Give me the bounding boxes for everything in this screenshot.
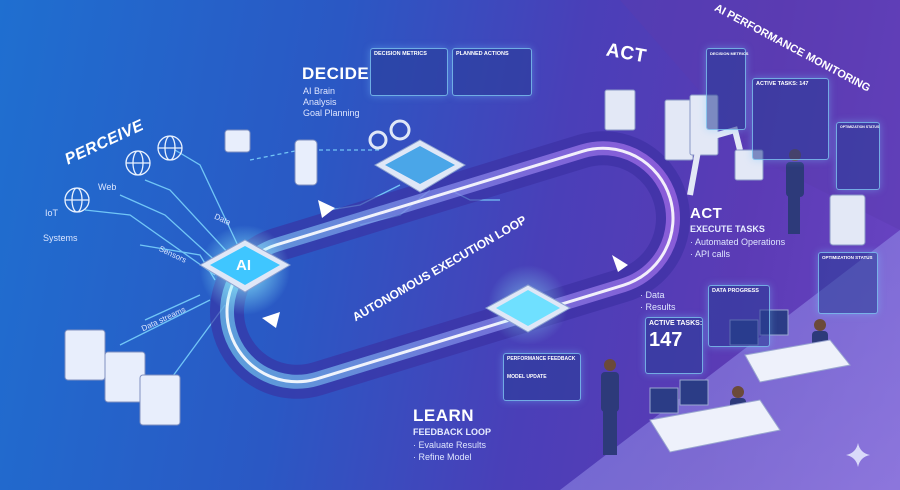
execution-loop	[209, 131, 691, 399]
floor-plane	[560, 230, 900, 490]
ai-core-chip	[199, 225, 291, 315]
panel-title: OPTIMIZATION STATUS	[822, 255, 873, 260]
sparkle-icon	[846, 443, 870, 467]
optimization-status-panel: OPTIMIZATION STATUS	[818, 252, 878, 314]
panel-title: DECISION METRICS	[710, 51, 749, 56]
panel-title: ACTIVE TASKS: 147	[756, 81, 809, 87]
panel-title: DATA PROGRESS	[712, 288, 759, 294]
ai-chip-label: AI	[236, 257, 251, 274]
learn-subtitle: FEEDBACK LOOP	[413, 427, 492, 437]
act-item: · API calls	[690, 249, 731, 259]
act-item-text: API calls	[695, 249, 731, 259]
learn-title: LEARN	[413, 406, 475, 425]
panel-title: DECISION METRICS	[374, 51, 427, 57]
panel-title: OPTIMIZATION STATUS	[840, 125, 880, 129]
control-room-desks	[649, 309, 851, 453]
server-stacks	[64, 129, 318, 426]
decide-item: Analysis	[303, 97, 337, 107]
monitoring-decision-metrics-panel: DECISION METRICS	[706, 48, 749, 130]
source-web: Web	[98, 182, 117, 192]
decide-chip	[368, 119, 466, 193]
learn-item-text: Refine Model	[418, 452, 472, 462]
learn-item-text: Evaluate Results	[418, 440, 487, 450]
learn-item: · Refine Model	[413, 452, 472, 462]
active-tasks-panel: ACTIVE TASKS: 147	[645, 317, 703, 374]
act-subtitle: EXECUTE TASKS	[690, 224, 765, 234]
decision-metrics-panel: DECISION METRICS	[370, 48, 448, 96]
output-item: · Results	[640, 302, 676, 312]
data-progress-panel: DATA PROGRESS	[708, 285, 770, 347]
decide-item: AI Brain	[303, 86, 336, 96]
panel-title: PERFORMANCE FEEDBACK	[507, 356, 576, 362]
planned-actions-panel: PLANNED ACTIONS	[452, 48, 532, 96]
globe-icons	[64, 135, 183, 213]
act-title: ACT	[690, 205, 723, 222]
loop-arrows	[262, 200, 628, 328]
source-systems: Systems	[43, 233, 78, 243]
active-tasks-value: 147	[649, 329, 683, 351]
decide-title: DECIDE	[302, 64, 370, 83]
act-item: · Automated Operations	[690, 237, 786, 247]
learn-chip	[484, 265, 572, 345]
monitoring-optimization-panel: OPTIMIZATION STATUS	[836, 122, 880, 190]
performance-feedback-panel: PERFORMANCE FEEDBACK MODEL UPDATE	[503, 353, 581, 401]
act-item-text: Automated Operations	[695, 237, 786, 247]
panel-title: MODEL UPDATE	[507, 374, 547, 380]
output-text: Data	[645, 290, 665, 300]
learn-item: · Evaluate Results	[413, 440, 487, 450]
decide-item: Goal Planning	[303, 108, 360, 118]
active-tasks-label: ACTIVE TASKS:	[649, 320, 703, 327]
output-text: Results	[645, 302, 676, 312]
panel-title: PLANNED ACTIONS	[456, 51, 509, 57]
output-item: · Data	[640, 290, 665, 300]
monitoring-active-tasks-panel: ACTIVE TASKS: 147	[752, 78, 829, 160]
source-iot: IoT	[45, 208, 59, 218]
